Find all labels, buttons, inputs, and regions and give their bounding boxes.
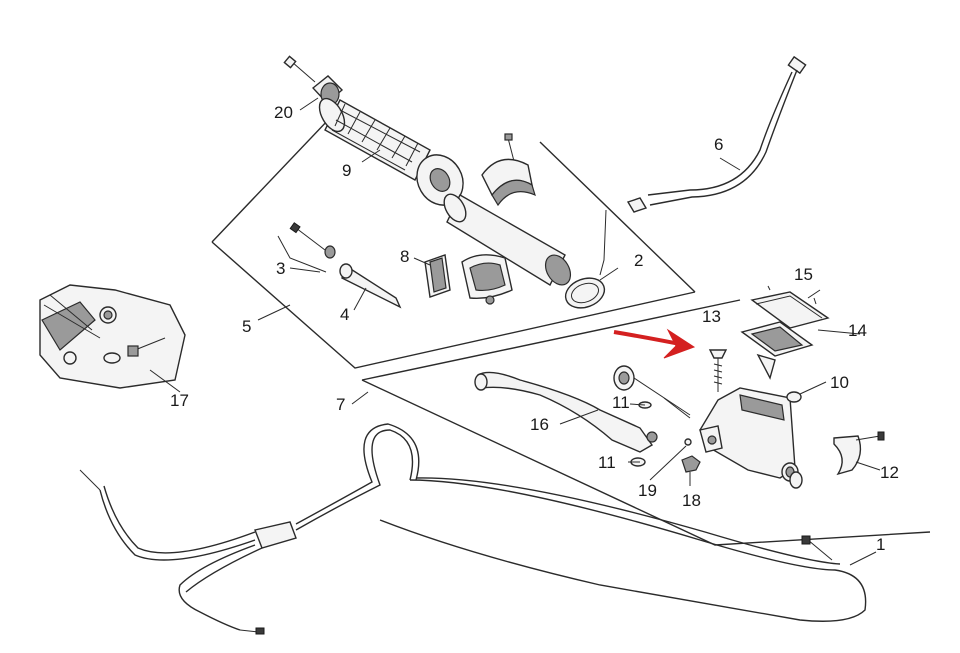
group-frame-upper <box>211 117 696 369</box>
label-1: 1 <box>876 535 885 554</box>
part-3-screw-set <box>277 222 336 273</box>
part-11-pivot-set <box>613 365 691 467</box>
part-15-cap <box>750 285 830 329</box>
label-12: 12 <box>880 463 899 482</box>
part-17-switch-block <box>39 284 186 389</box>
label-19: 19 <box>638 481 657 500</box>
part-6-cable <box>599 55 807 276</box>
label-3: 3 <box>276 259 285 278</box>
label-9: 9 <box>342 161 351 180</box>
highlight-arrow <box>613 328 696 359</box>
part-1-cable <box>79 423 867 635</box>
part-19-pin <box>684 438 692 446</box>
part-8-housing-halves <box>424 254 513 305</box>
part-16-lever <box>474 371 658 453</box>
part-labels: 20 9 6 2 3 8 4 5 15 13 14 10 11 16 7 17 … <box>170 103 899 554</box>
label-13: 13 <box>702 307 721 326</box>
label-8: 8 <box>400 247 409 266</box>
label-6: 6 <box>714 135 723 154</box>
part-20-bar-end <box>283 55 344 106</box>
label-4: 4 <box>340 305 349 324</box>
part-12-clamp <box>833 431 885 476</box>
part-13-screw <box>708 349 728 392</box>
label-14: 14 <box>848 321 867 340</box>
part-throttle-housing-top <box>481 133 536 207</box>
part-4-cone <box>339 263 402 309</box>
label-20: 20 <box>274 103 293 122</box>
leader-lines <box>149 97 881 566</box>
part-14-gasket <box>740 321 814 380</box>
part-master-cylinder <box>699 387 803 489</box>
part-9-grip <box>318 97 464 206</box>
part-2-washer <box>564 277 606 309</box>
label-2: 2 <box>634 251 643 270</box>
label-7: 7 <box>336 395 345 414</box>
label-18: 18 <box>682 491 701 510</box>
label-16: 16 <box>530 415 549 434</box>
part-throttle-tube <box>443 193 572 286</box>
label-15: 15 <box>794 265 813 284</box>
label-10: 10 <box>830 373 849 392</box>
label-5: 5 <box>242 317 251 336</box>
label-17: 17 <box>170 391 189 410</box>
part-10-oring <box>786 391 802 403</box>
part-18-nut <box>681 455 701 473</box>
label-11-upper: 11 <box>612 393 630 412</box>
label-11-lower: 11 <box>598 453 616 472</box>
